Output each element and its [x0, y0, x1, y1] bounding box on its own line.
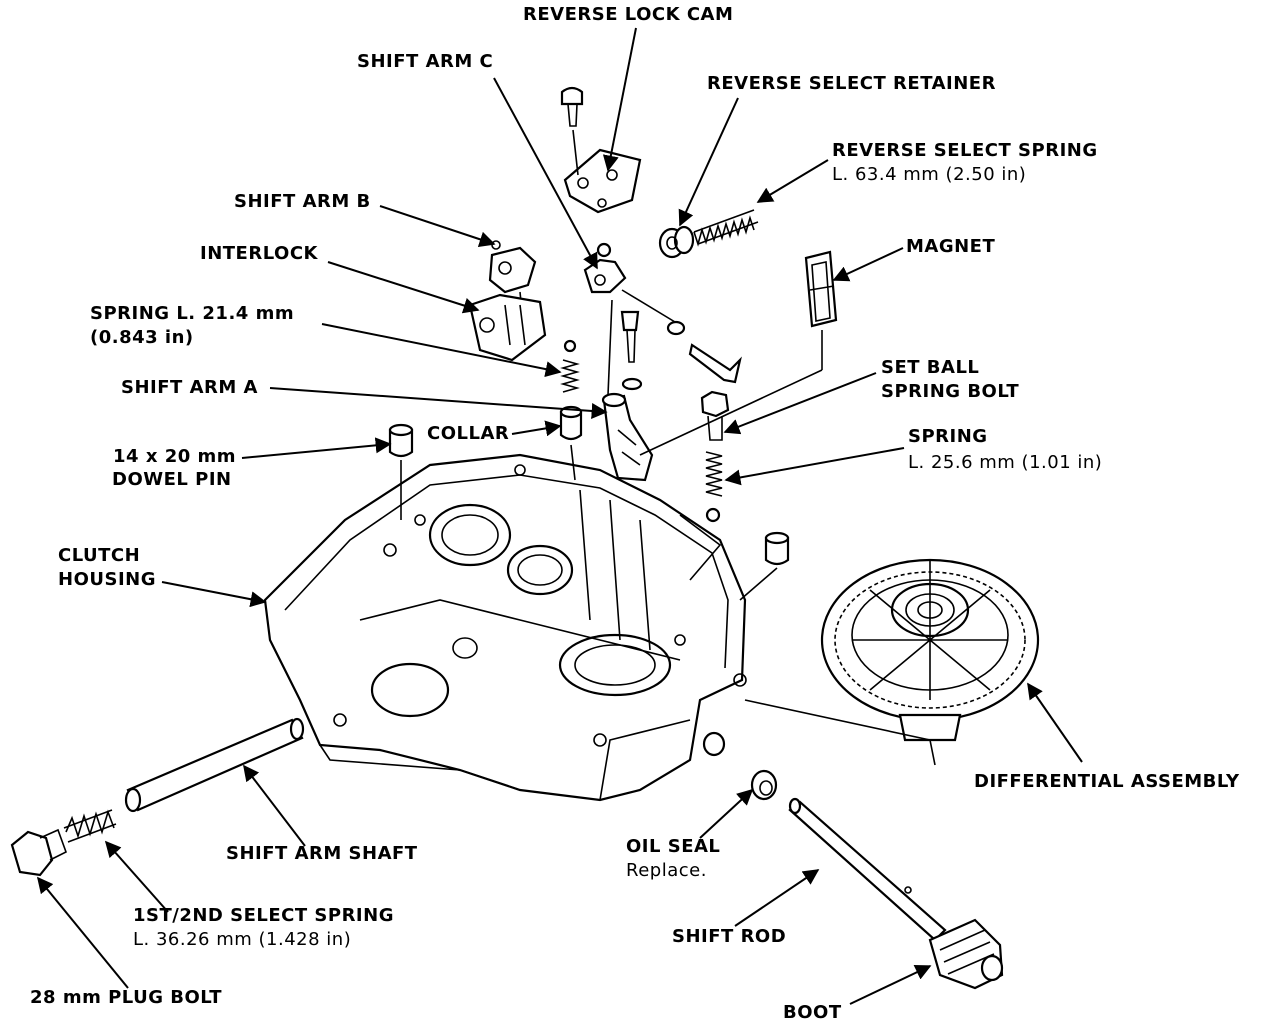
label-reverse-select-retainer: REVERSE SELECT RETAINER [707, 73, 996, 94]
label-shift-rod: SHIFT ROD [672, 926, 787, 947]
set-ball-spring-bolt-part [700, 390, 730, 441]
spring-25mm-part [679, 451, 723, 581]
boot-part [928, 918, 1004, 990]
collar-part [559, 405, 583, 481]
label-select-spring: 1ST/2ND SELECT SPRING [133, 905, 394, 926]
label-shift-arm-c: SHIFT ARM C [357, 51, 494, 72]
oil-seal-part [702, 731, 778, 801]
select-spring-part [63, 809, 117, 843]
label-oil-seal-note: Replace. [626, 860, 707, 881]
label-shift-arm-b: SHIFT ARM B [234, 191, 371, 212]
differential-assembly-part [744, 558, 1040, 766]
label-spring-21mm-inch: (0.843 in) [90, 327, 194, 348]
label-select-spring-length: L. 36.26 mm (1.428 in) [133, 929, 352, 950]
reverse-select-spring-part [693, 209, 759, 247]
label-shift-arm-a: SHIFT ARM A [121, 377, 258, 398]
clutch-housing-part [263, 453, 747, 802]
interlock-part [468, 293, 547, 362]
shift-arm-a-part [601, 392, 654, 482]
label-shift-arm-shaft: SHIFT ARM SHAFT [226, 843, 418, 864]
magnet-part [639, 250, 838, 456]
dowel-pin-right-part [739, 531, 790, 601]
label-magnet: MAGNET [906, 236, 996, 257]
label-interlock: INTERLOCK [200, 243, 318, 264]
label-housing: HOUSING [58, 569, 156, 590]
label-spring-25mm-length: L. 25.6 mm (1.01 in) [908, 452, 1103, 473]
spring-21mm-part [560, 339, 580, 393]
reverse-lock-cam-part [560, 86, 642, 214]
label-reverse-lock-cam: REVERSE LOCK CAM [523, 4, 734, 25]
shift-rod-part [788, 797, 947, 942]
label-plug-bolt: 28 mm PLUG BOLT [30, 987, 223, 1008]
label-spring-bolt: SPRING BOLT [881, 381, 1020, 402]
label-set-ball: SET BALL [881, 357, 980, 378]
pin-bolt-part [620, 310, 742, 391]
label-boot: BOOT [783, 1002, 842, 1023]
label-reverse-select-spring-length: L. 63.4 mm (2.50 in) [832, 164, 1027, 185]
label-dowel-size: 14 x 20 mm [113, 446, 237, 467]
dowel-pin-part [388, 423, 414, 520]
label-spring-25mm: SPRING [908, 426, 988, 447]
label-collar: COLLAR [427, 423, 510, 444]
label-spring-21mm: SPRING L. 21.4 mm [90, 303, 295, 324]
label-dowel-pin: DOWEL PIN [112, 469, 232, 490]
plug-bolt-part [10, 828, 67, 877]
label-clutch: CLUTCH [58, 545, 141, 566]
leader-lines [36, 27, 1083, 1005]
reverse-select-retainer-part [658, 225, 695, 259]
label-reverse-select-spring: REVERSE SELECT SPRING [832, 140, 1098, 161]
label-differential-assembly: DIFFERENTIAL ASSEMBLY [974, 771, 1240, 792]
label-oil-seal: OIL SEAL [626, 836, 721, 857]
shift-arm-shaft-part [124, 717, 305, 813]
